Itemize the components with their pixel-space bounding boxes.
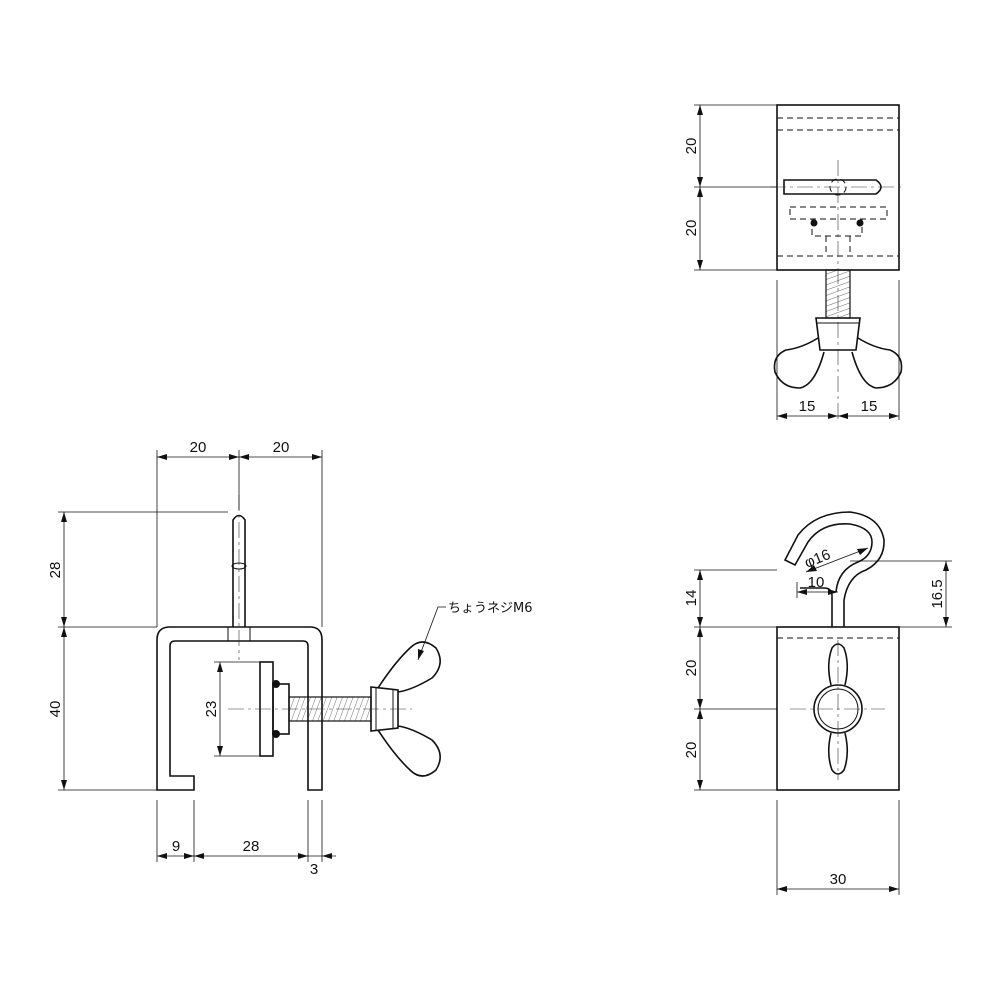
pin xyxy=(227,495,251,660)
front-dim-hook-diameter: φ16 xyxy=(802,546,833,572)
hook xyxy=(783,511,885,627)
dim-body-height: 40 xyxy=(47,701,64,718)
front-body xyxy=(776,626,900,791)
top-wing-nut xyxy=(773,317,903,389)
front-view: 14 20 20 φ16 10 16.5 xyxy=(683,511,952,895)
front-dim-lower: 20 xyxy=(683,742,700,759)
top-dim-upper: 20 xyxy=(683,138,700,155)
front-dim-width: 30 xyxy=(830,871,847,888)
dim-opening: 28 xyxy=(243,838,260,855)
dim-wall: 3 xyxy=(310,861,318,878)
dim-pad-height: 23 xyxy=(203,701,220,718)
top-dim-half-right: 15 xyxy=(861,398,878,415)
channel-body xyxy=(156,626,323,791)
dim-pin-height: 28 xyxy=(47,562,64,579)
front-dim-upper: 20 xyxy=(683,660,700,677)
top-dimensions: 20 20 15 15 xyxy=(683,104,900,420)
front-dim-hook-height: 14 xyxy=(683,590,700,607)
front-dim-hook-total: 16.5 xyxy=(929,579,946,608)
dim-top-right: 20 xyxy=(273,439,290,456)
side-view: 20 20 28 40 23 xyxy=(47,439,533,878)
side-dimensions: 20 20 28 40 23 xyxy=(47,439,533,878)
dim-top-left: 20 xyxy=(190,439,207,456)
top-view: 20 20 15 15 xyxy=(683,104,905,420)
top-dim-half-left: 15 xyxy=(799,398,816,415)
top-dim-lower: 20 xyxy=(683,220,700,237)
front-dimensions: 14 20 20 φ16 10 16.5 xyxy=(683,546,952,895)
front-dim-hook-offset: 10 xyxy=(808,574,825,591)
wing-nut-note: ちょうネジM6 xyxy=(448,601,533,616)
dim-lip: 9 xyxy=(172,838,180,855)
